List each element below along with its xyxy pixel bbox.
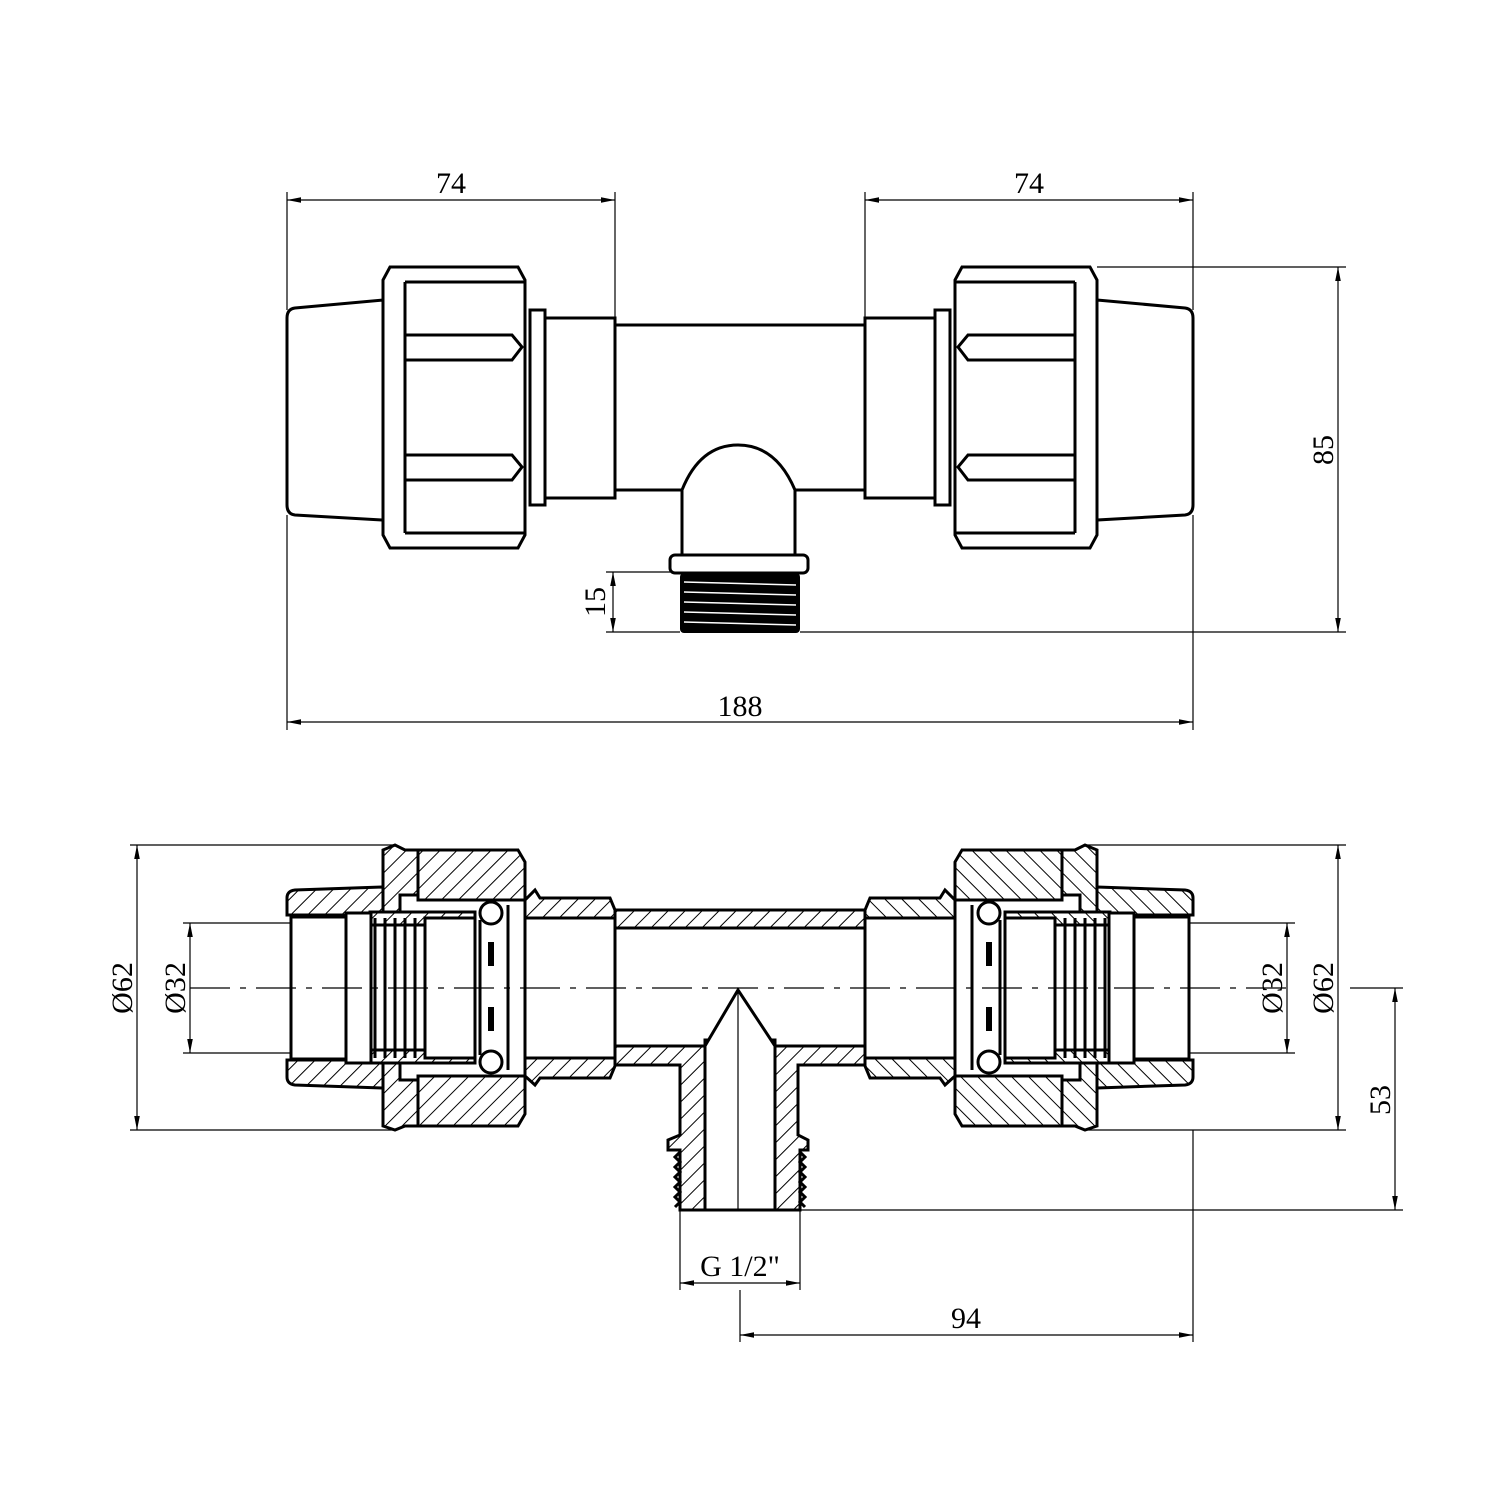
dim-left-length: 74 xyxy=(436,167,466,200)
dim-left-inner-diameter: Ø32 xyxy=(159,962,192,1014)
dim-overall-length: 188 xyxy=(718,690,763,723)
left-end-cap xyxy=(285,298,385,522)
tee-body-section xyxy=(613,908,867,1212)
dim-right-length: 74 xyxy=(1014,167,1044,200)
dim-branch-offset: 94 xyxy=(951,1302,981,1335)
dim-right-outer-diameter: Ø62 xyxy=(1307,962,1340,1014)
dim-right-inner-diameter: Ø32 xyxy=(1256,962,1289,1014)
dim-thread-length: 15 xyxy=(579,587,612,617)
section-view: Ø62 Ø32 Ø32 Ø62 53 G 1/2" 94 xyxy=(106,843,1403,1342)
right-coupling xyxy=(863,265,1195,550)
dim-branch-height: 53 xyxy=(1364,1085,1397,1115)
dim-height: 85 xyxy=(1307,435,1340,465)
section-dimensions: Ø62 Ø32 Ø32 Ø62 53 G 1/2" 94 xyxy=(106,844,1403,1342)
top-view: 74 74 85 15 188 xyxy=(285,167,1346,730)
dim-thread-size: G 1/2" xyxy=(700,1250,780,1283)
left-coupling xyxy=(285,265,617,550)
dim-left-outer-diameter: Ø62 xyxy=(106,962,139,1014)
tee-body xyxy=(613,323,867,633)
top-dimensions: 74 74 85 15 188 xyxy=(286,167,1346,730)
